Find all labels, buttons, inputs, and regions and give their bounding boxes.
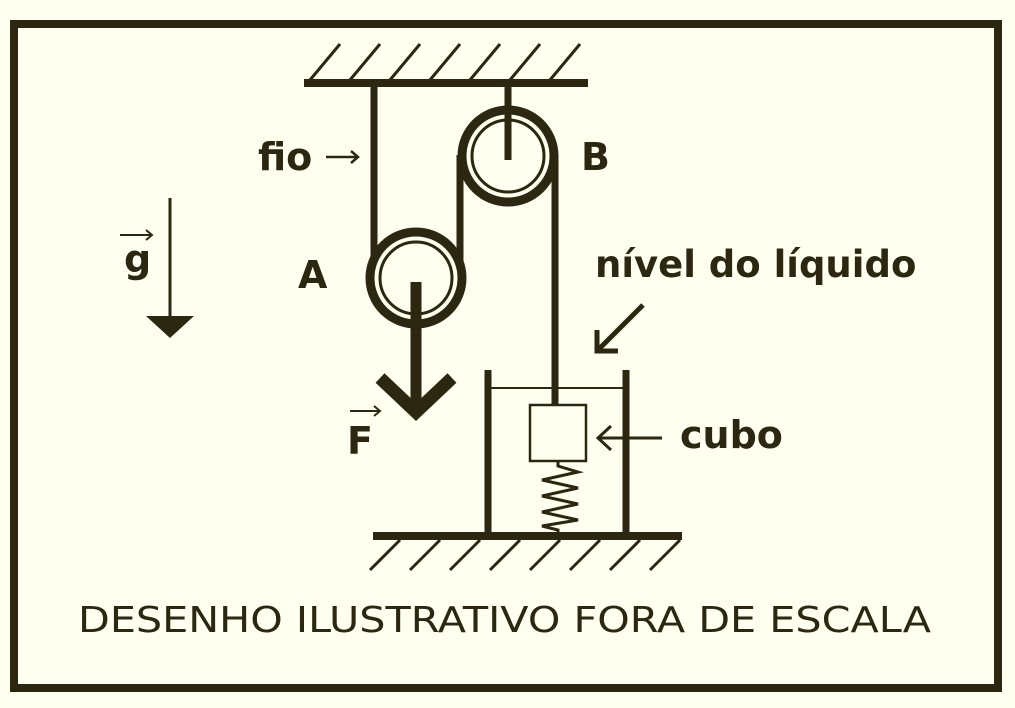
vector-hat-f — [350, 405, 382, 417]
cube — [528, 403, 588, 463]
label-pulley-b: B — [581, 135, 610, 179]
label-cube: cubo — [680, 413, 783, 457]
caption: DESENHO ILUSTRATIVO FORA DE ESCALA — [78, 600, 931, 641]
container — [484, 370, 630, 535]
pulley-b — [457, 83, 559, 207]
force-arrow — [375, 282, 457, 421]
ceiling — [304, 43, 588, 87]
liquid-level-arrow — [594, 303, 645, 354]
label-fio: fio — [258, 135, 312, 179]
spring — [541, 461, 584, 534]
label-gravity: g — [124, 237, 151, 281]
label-liquid-level: nível do líquido — [595, 243, 916, 286]
label-force: F — [347, 419, 373, 463]
vector-hat-g — [120, 229, 154, 241]
ground — [368, 532, 682, 572]
cube-pointer-arrow — [595, 424, 662, 452]
fio-pointer-arrow — [326, 150, 360, 164]
label-pulley-a: A — [298, 253, 328, 297]
pulley-a — [365, 227, 467, 329]
string — [370, 83, 559, 405]
gravity-arrow — [146, 198, 194, 338]
